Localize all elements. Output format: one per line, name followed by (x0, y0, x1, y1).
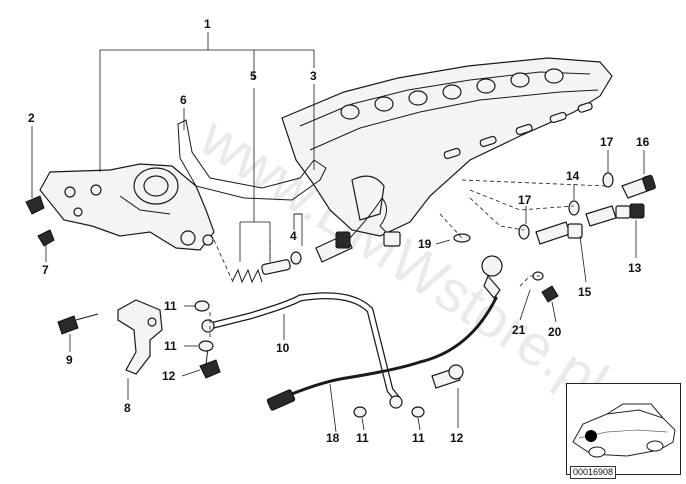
solenoid-valve (315, 197, 401, 263)
leader-lines (31, 32, 645, 433)
callout-9: 9 (66, 353, 73, 367)
callout-19: 19 (418, 237, 432, 251)
callout-12a: 12 (162, 369, 176, 383)
gasket (177, 119, 327, 201)
cylinder-head (281, 57, 613, 237)
spring (231, 268, 263, 284)
hollow-bolt-right (431, 364, 464, 389)
seal-ring-17a (602, 172, 614, 188)
callout-6: 6 (180, 93, 187, 107)
seal-ring-11d (411, 406, 425, 418)
callout-7: 7 (42, 263, 49, 277)
diagram-reference-code: 00016908 (570, 466, 617, 479)
bolt-2 (25, 195, 45, 215)
plug-20 (541, 285, 559, 303)
callout-16: 16 (636, 135, 650, 149)
callout-10: 10 (276, 341, 290, 355)
engine-location-marker (585, 430, 597, 442)
bolt-9 (57, 313, 99, 335)
temperature-sensor (621, 174, 656, 199)
callout-11b: 11 (164, 339, 177, 353)
callout-13: 13 (628, 261, 642, 275)
callout-8: 8 (124, 401, 131, 415)
car-locator-thumbnail (566, 383, 681, 475)
seal-ring-17b (518, 224, 530, 240)
oil-line (201, 292, 403, 409)
o-ring-19 (453, 233, 471, 243)
seal-ring-11a (194, 300, 210, 312)
car-silhouette-icon (572, 403, 676, 458)
sensor-15 (535, 221, 583, 245)
sensor-cable (266, 296, 498, 411)
callout-14: 14 (566, 169, 580, 183)
callout-20: 20 (548, 325, 562, 339)
callout-5: 5 (250, 69, 257, 83)
callout-18: 18 (326, 431, 340, 445)
callout-17a: 17 (600, 135, 614, 149)
callout-11c: 11 (356, 431, 369, 445)
bracket (117, 299, 163, 375)
callout-21: 21 (512, 323, 526, 337)
callout-4: 4 (290, 229, 297, 243)
callout-17b: 17 (518, 193, 532, 207)
washer-4 (290, 251, 302, 265)
vanos-housing (39, 163, 215, 251)
sensor-13 (585, 203, 645, 227)
seal-ring-14 (568, 200, 580, 216)
callout-3: 3 (310, 69, 317, 83)
piston (261, 259, 291, 275)
callout-11d: 11 (412, 431, 425, 445)
callout-12b: 12 (450, 431, 464, 445)
bolt-7 (37, 229, 55, 247)
seal-ring-11c (353, 406, 367, 418)
callout-2: 2 (28, 111, 35, 125)
callout-15: 15 (578, 285, 592, 299)
seal-ring-11b (198, 340, 214, 352)
callout-11a: 11 (164, 299, 177, 313)
callout-1: 1 (204, 17, 211, 31)
camshaft-sensor (481, 255, 503, 299)
